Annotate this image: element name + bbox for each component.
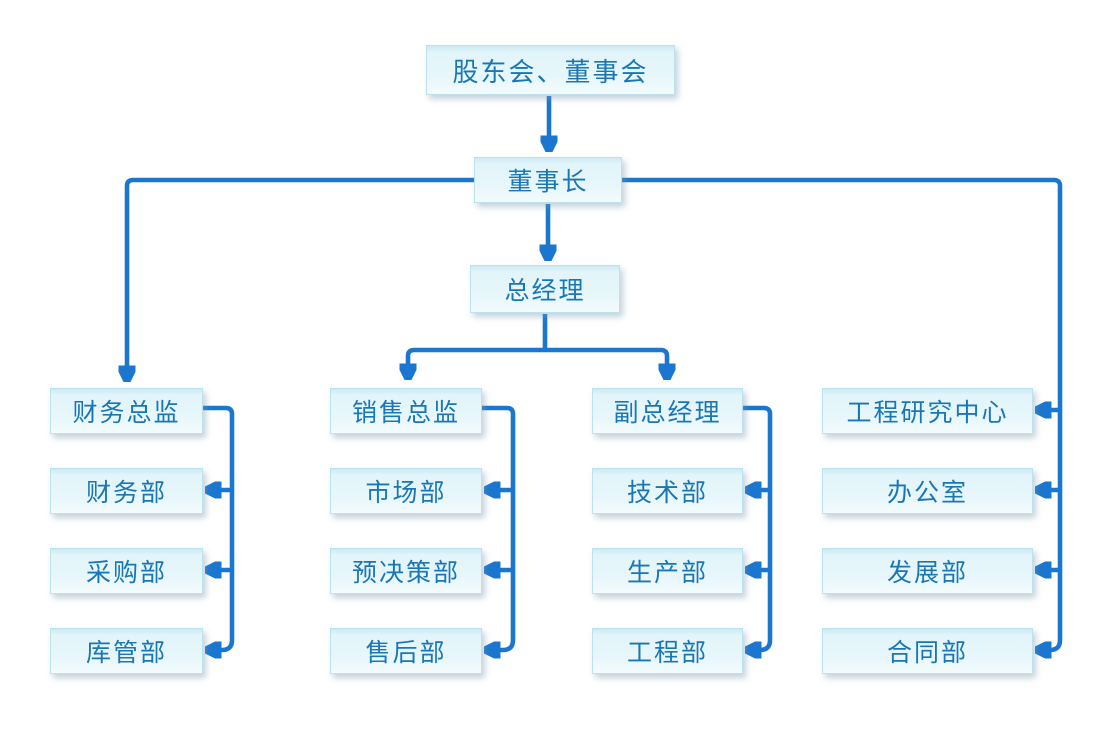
node-budget-decision-dept: 预决策部 (330, 548, 482, 594)
node-office: 办公室 (822, 468, 1033, 514)
node-finance-director: 财务总监 (50, 388, 203, 434)
connector-col3-trunk (743, 405, 773, 650)
node-technical-dept: 技术部 (592, 468, 743, 514)
connector-col2-trunk (482, 405, 516, 650)
node-contract-dept: 合同部 (822, 628, 1033, 674)
node-deputy-general-manager: 副总经理 (592, 388, 743, 434)
connector-chairman-to-finance-director (127, 177, 474, 377)
node-production-dept: 生产部 (592, 548, 743, 594)
node-marketing-dept: 市场部 (330, 468, 482, 514)
node-engineering-research-center: 工程研究中心 (822, 388, 1033, 434)
node-warehouse-dept: 库管部 (50, 628, 203, 674)
node-purchasing-dept: 采购部 (50, 548, 203, 594)
node-after-sales-dept: 售后部 (330, 628, 482, 674)
connector-gm-split (408, 347, 667, 375)
node-shareholders-board: 股东会、董事会 (426, 45, 675, 95)
connector-col1-trunk (203, 405, 235, 650)
node-general-manager: 总经理 (470, 265, 620, 313)
node-development-dept: 发展部 (822, 548, 1033, 594)
node-finance-dept: 财务部 (50, 468, 203, 514)
node-engineering-dept: 工程部 (592, 628, 743, 674)
node-sales-director: 销售总监 (330, 388, 482, 434)
node-chairman: 董事长 (474, 157, 622, 203)
